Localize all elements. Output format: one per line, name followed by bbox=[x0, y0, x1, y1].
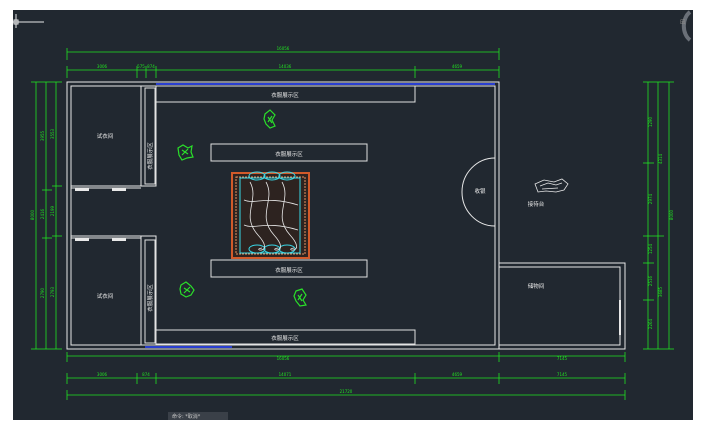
dim-top-seg-2: 575 bbox=[137, 64, 145, 69]
dim-top-total: 16056 bbox=[277, 46, 290, 51]
command-line-text: 命令: *取消* bbox=[172, 413, 201, 420]
plant-icon bbox=[179, 281, 195, 298]
label-display-center-top: 衣服展示区 bbox=[275, 150, 303, 158]
plant-icon bbox=[177, 144, 194, 161]
dim-left-inner-2: 2199 bbox=[50, 205, 55, 216]
dim-left-mid-1: 3955 bbox=[40, 130, 45, 141]
display-shelves bbox=[144, 85, 416, 345]
fitting-room-doors bbox=[75, 188, 126, 241]
dim-left-mid-3: 2790 bbox=[40, 287, 45, 298]
shelf-left-top bbox=[144, 87, 156, 185]
reception-area bbox=[461, 157, 496, 227]
label-display-left-top: 衣服展示区 bbox=[146, 142, 154, 170]
dim-right-inner-3: 1254 bbox=[648, 243, 653, 254]
plant-icon bbox=[263, 109, 276, 129]
plant-icons bbox=[177, 109, 307, 307]
shelf-center-bottom bbox=[210, 259, 368, 278]
dim-bottom-seg-2: 874 bbox=[142, 372, 150, 377]
dim-right-outer: 8000 bbox=[669, 209, 674, 220]
blue-window-lines bbox=[145, 83, 495, 348]
ucs-crosshair bbox=[13, 14, 44, 28]
central-table bbox=[231, 171, 310, 259]
label-display-left-bottom: 衣服展示区 bbox=[146, 284, 154, 312]
dim-right-inner-2: 2974 bbox=[648, 193, 653, 204]
shelf-left-bottom bbox=[144, 239, 156, 344]
dim-top-seg-1: 3006 bbox=[97, 64, 108, 69]
label-fitting-room-top: 试衣间 bbox=[97, 132, 114, 140]
dim-right-inner-5: 2264 bbox=[648, 318, 653, 329]
dim-right-inner-1: 1290 bbox=[648, 116, 653, 127]
command-line[interactable]: 命令: *取消* bbox=[168, 412, 228, 420]
shelf-center-top bbox=[210, 143, 368, 162]
viewcube-arc[interactable] bbox=[681, 10, 692, 42]
viewcube-label: ⊞ bbox=[680, 18, 686, 26]
dim-storage-width: 7145 bbox=[557, 356, 568, 361]
dimension-lines bbox=[31, 48, 674, 400]
dim-top-seg-5: 4659 bbox=[452, 64, 463, 69]
dim-bottom-total: 21720 bbox=[340, 389, 353, 394]
label-display-bottom: 衣服展示区 bbox=[271, 334, 299, 342]
label-display-top: 衣服展示区 bbox=[271, 91, 299, 99]
dim-right-mid-2: 3685 bbox=[658, 286, 663, 297]
dim-top-seg-3: 874 bbox=[147, 64, 155, 69]
dim-left-outer: 8000 bbox=[30, 209, 35, 220]
plant-icon bbox=[293, 288, 307, 307]
label-rest-area: 接待台 bbox=[528, 200, 545, 208]
shelf-top bbox=[155, 85, 416, 103]
dim-bottom-seg-3: 14071 bbox=[279, 372, 292, 377]
label-display-center-bottom: 衣服展示区 bbox=[275, 266, 303, 274]
dim-bottom-seg-4: 4659 bbox=[452, 372, 463, 377]
dim-top-seg-4: 14036 bbox=[279, 64, 292, 69]
dim-right-mid-1: 4314 bbox=[658, 153, 663, 164]
dim-right-inner-4: 2516 bbox=[648, 275, 653, 286]
label-reception: 收银 bbox=[474, 187, 486, 195]
dim-mid-bottom: 16056 bbox=[277, 356, 290, 361]
model-space-background bbox=[13, 10, 693, 420]
sofa-icon bbox=[534, 178, 569, 193]
dim-left-inner-3: 2793 bbox=[50, 286, 55, 297]
label-storage: 储物间 bbox=[528, 282, 545, 290]
label-fitting-room-bottom: 试衣间 bbox=[97, 292, 114, 300]
dim-bottom-seg-5: 7145 bbox=[557, 372, 568, 377]
shelf-bottom bbox=[155, 329, 416, 345]
dim-bottom-seg-1: 3006 bbox=[97, 372, 108, 377]
dim-left-inner-1: 3553 bbox=[50, 128, 55, 139]
dim-left-mid-2: 2416 bbox=[40, 208, 45, 219]
